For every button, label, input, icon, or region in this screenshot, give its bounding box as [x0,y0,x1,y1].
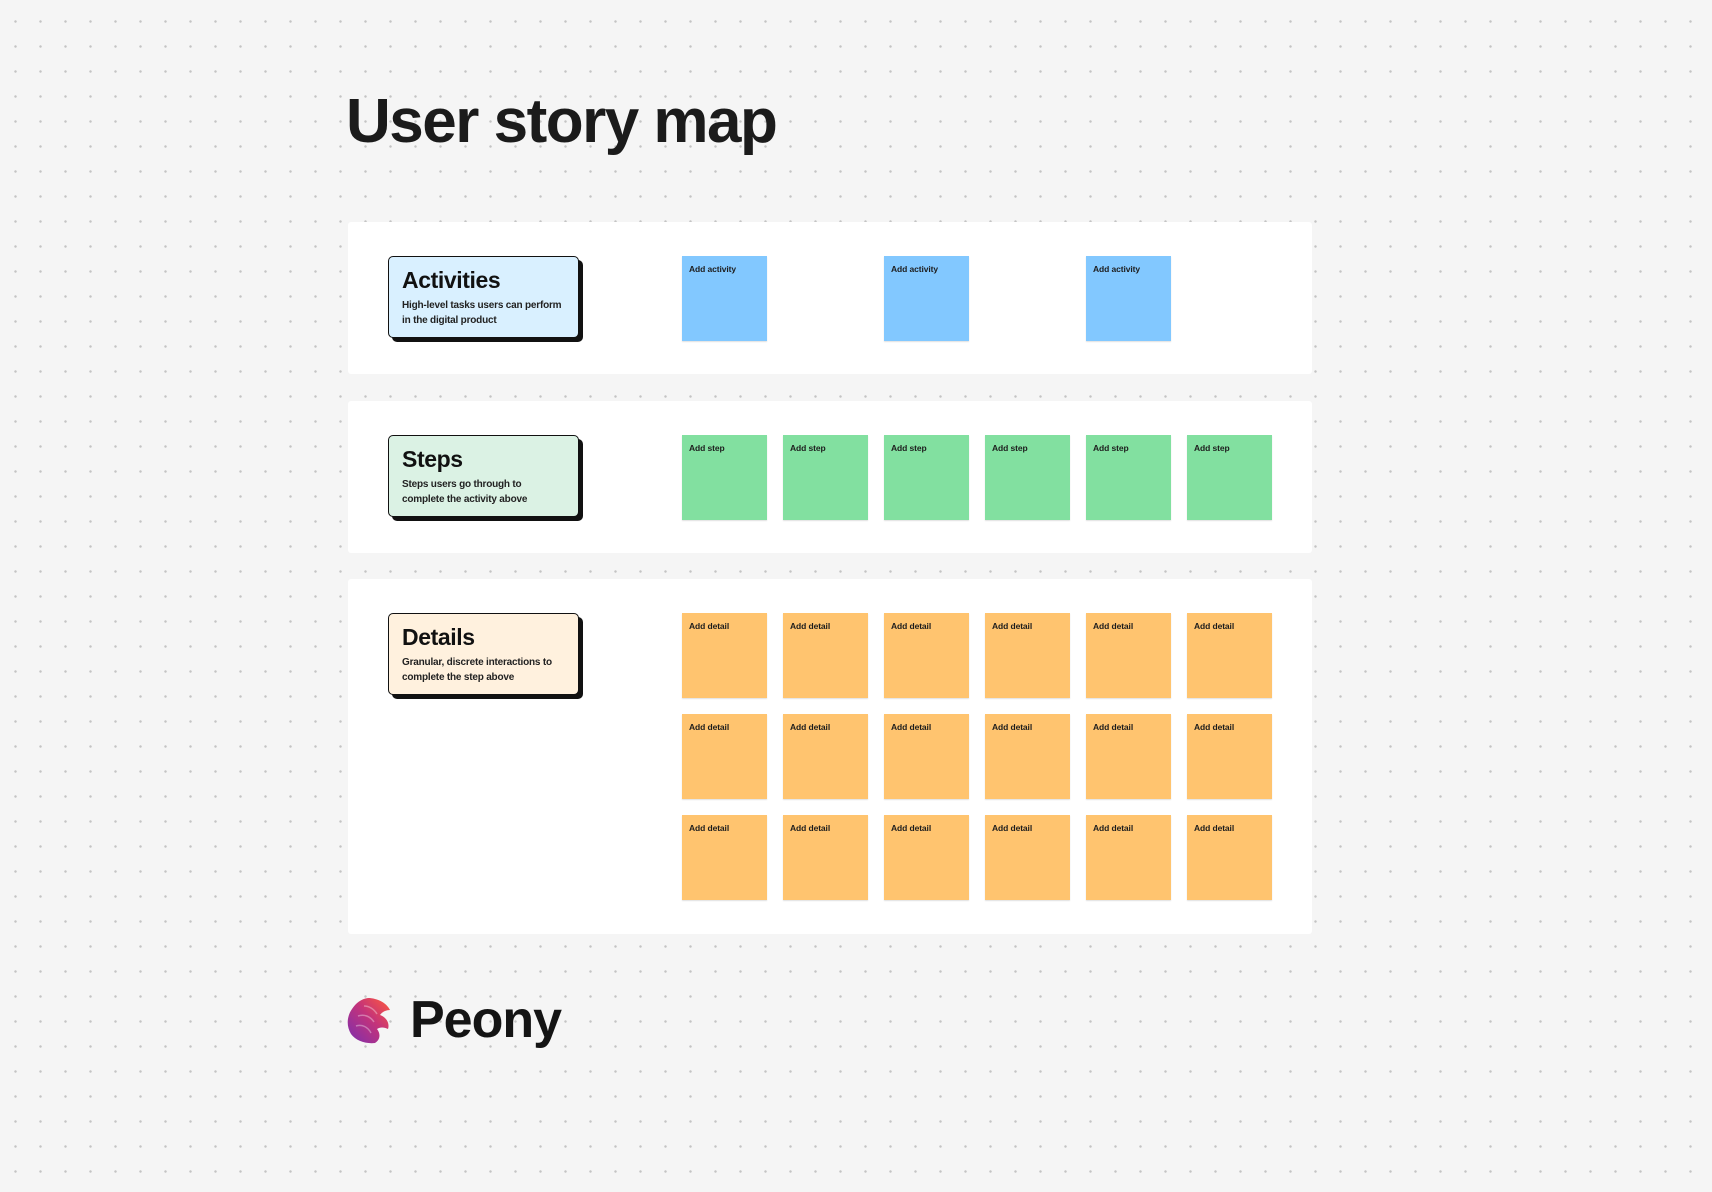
steps-label-card[interactable]: Steps Steps users go through to complete… [388,435,579,517]
steps-description: Steps users go through to complete the a… [402,479,528,505]
step-sticky-note[interactable]: Add step [1187,435,1272,520]
activity-sticky-note[interactable]: Add activity [884,256,969,341]
detail-sticky-note[interactable]: Add detail [783,613,868,698]
detail-notes: Add detail Add detail Add detail Add det… [682,613,1272,900]
detail-sticky-note[interactable]: Add detail [884,613,969,698]
detail-sticky-note[interactable]: Add detail [1086,815,1171,900]
detail-sticky-note[interactable]: Add detail [682,613,767,698]
steps-section: Steps Steps users go through to complete… [348,401,1312,553]
activity-sticky-note[interactable]: Add activity [1086,256,1171,341]
brand-logo: Peony [346,991,562,1049]
details-section: Details Granular, discrete interactions … [348,579,1312,934]
step-sticky-note[interactable]: Add step [884,435,969,520]
brand-name: Peony [410,991,562,1049]
detail-sticky-note[interactable]: Add detail [884,815,969,900]
step-sticky-note[interactable]: Add step [1086,435,1171,520]
detail-sticky-note[interactable]: Add detail [884,714,969,799]
detail-sticky-note[interactable]: Add detail [682,714,767,799]
detail-sticky-note[interactable]: Add detail [985,714,1070,799]
step-sticky-note[interactable]: Add step [985,435,1070,520]
step-sticky-note[interactable]: Add step [783,435,868,520]
detail-sticky-note[interactable]: Add detail [1187,613,1272,698]
detail-sticky-note[interactable]: Add detail [985,613,1070,698]
step-notes: Add step Add step Add step Add step Add … [682,435,1272,520]
details-description: Granular, discrete interactions to compl… [402,657,552,683]
step-sticky-note[interactable]: Add step [682,435,767,520]
steps-title: Steps [402,446,463,472]
details-label-card[interactable]: Details Granular, discrete interactions … [388,613,579,695]
detail-sticky-note[interactable]: Add detail [1187,815,1272,900]
page-title: User story map [346,87,778,156]
activity-sticky-note[interactable]: Add activity [682,256,767,341]
detail-sticky-note[interactable]: Add detail [1086,613,1171,698]
activities-title: Activities [402,267,501,293]
detail-sticky-note[interactable]: Add detail [1086,714,1171,799]
activities-section: Activities High-level tasks users can pe… [348,222,1312,374]
activities-description: High-level tasks users can perform in th… [402,300,562,326]
peony-flower-icon [347,998,390,1044]
activity-notes: Add activity Add activity Add activity [682,256,1272,341]
detail-sticky-note[interactable]: Add detail [783,714,868,799]
detail-sticky-note[interactable]: Add detail [682,815,767,900]
activities-label-card[interactable]: Activities High-level tasks users can pe… [388,256,579,338]
detail-sticky-note[interactable]: Add detail [985,815,1070,900]
detail-sticky-note[interactable]: Add detail [1187,714,1272,799]
details-title: Details [402,624,475,650]
detail-sticky-note[interactable]: Add detail [783,815,868,900]
